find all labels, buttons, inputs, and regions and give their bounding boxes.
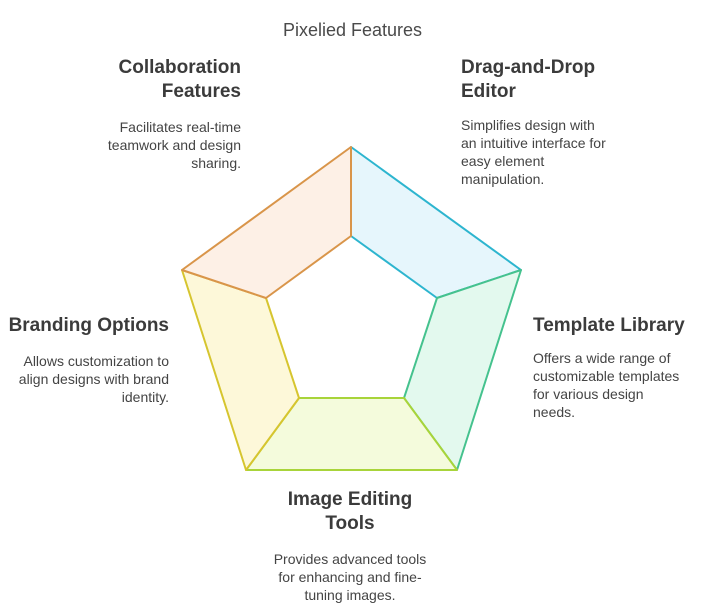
diagram-title: Pixelied Features: [282, 20, 423, 40]
image-editing-desc-line: Provides advanced tools: [273, 551, 427, 567]
image-editing-desc-line: for enhancing and fine-: [278, 569, 422, 585]
image-editing-description: Provides advanced tools for enhancing an…: [235, 550, 465, 604]
branding-desc-line: Allows customization to: [23, 353, 169, 369]
branding-description: Allows customization to align designs wi…: [0, 352, 169, 406]
template-library-desc-line: Offers a wide range of: [533, 350, 671, 366]
collaboration-desc-line: teamwork and design: [107, 137, 241, 153]
branding-title: Branding Options: [0, 314, 169, 338]
collaboration-title: Collaboration Features: [21, 56, 241, 104]
drag-and-drop-description: Simplifies design with an intuitive inte…: [461, 116, 691, 188]
template-library-description: Offers a wide range of customizable temp…: [533, 349, 703, 421]
drag-and-drop-desc-line: manipulation.: [461, 171, 545, 187]
template-library-desc-line: customizable templates: [533, 368, 680, 384]
collaboration-title-line: Collaboration: [118, 57, 241, 78]
template-library-title-line: Template Library: [533, 315, 685, 336]
branding-desc-line: identity.: [121, 389, 169, 405]
image-editing-title-line: Image Editing: [287, 489, 413, 510]
branding-title-line: Branding Options: [8, 315, 169, 336]
collaboration-title-line: Features: [161, 81, 241, 102]
image-editing-title-line: Tools: [325, 513, 375, 534]
template-library-title: Template Library: [533, 314, 703, 338]
template-library-desc-line: for various design: [533, 386, 644, 402]
segment-collaboration: [181, 146, 352, 299]
drag-and-drop-title: Drag-and-Drop Editor: [461, 56, 681, 104]
branding-desc-line: align designs with brand: [18, 371, 169, 387]
drag-and-drop-desc-line: an intuitive interface for: [461, 135, 606, 151]
image-editing-desc-line: tuning images.: [304, 587, 396, 603]
collaboration-description: Facilitates real-time teamwork and desig…: [21, 118, 241, 172]
drag-and-drop-desc-line: easy element: [461, 153, 545, 169]
image-editing-title: Image Editing Tools: [235, 488, 465, 536]
drag-and-drop-desc-line: Simplifies design with: [461, 117, 595, 133]
template-library-desc-line: needs.: [533, 404, 576, 420]
collaboration-desc-line: sharing.: [191, 155, 241, 171]
drag-and-drop-title-line: Drag-and-Drop: [461, 57, 596, 78]
collaboration-desc-line: Facilitates real-time: [119, 119, 241, 135]
drag-and-drop-title-line: Editor: [461, 81, 516, 102]
